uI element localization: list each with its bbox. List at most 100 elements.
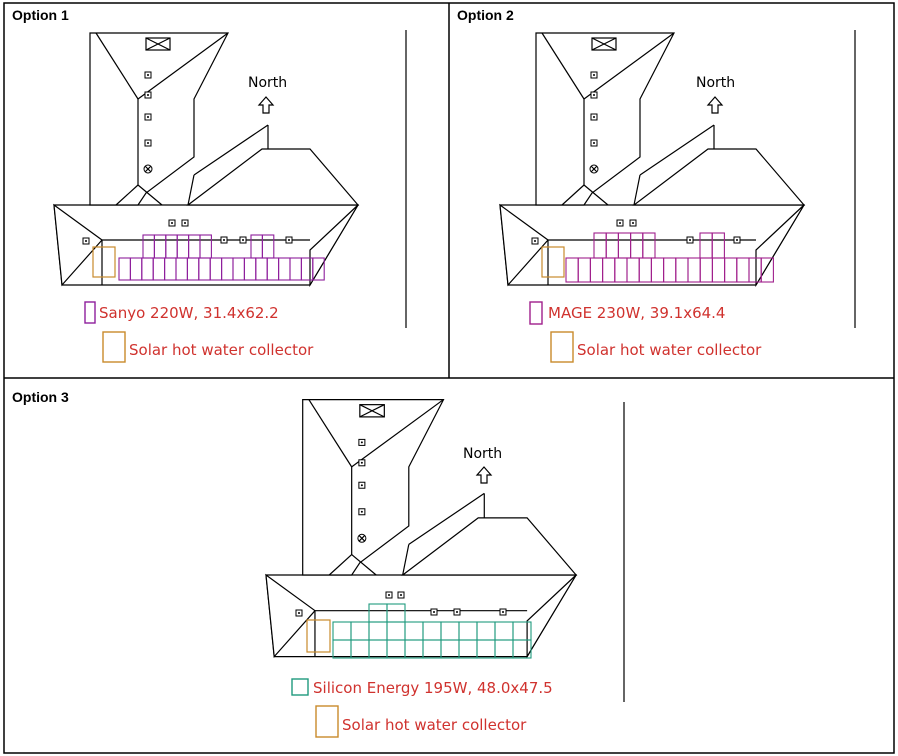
panel-array [118,234,325,281]
north-label: North [248,75,287,91]
roof-line [561,184,585,206]
roof-vent-icon [590,139,598,147]
roof-vent-icon [144,139,152,147]
roof-vent-icon [285,236,293,244]
roof-line [137,32,229,100]
option-1-plan: North Sanyo 220W, 31.4x62.2 Solar hot wa… [53,30,407,363]
solar-collector [541,246,565,278]
roof-line [633,174,641,206]
roof-line [115,184,139,206]
roof-vent-icon [168,219,176,227]
roof-vent-icon [358,508,366,516]
roof-vent-icon [590,71,598,79]
roof-east-wing [186,148,360,206]
roof-vent-icon [220,236,228,244]
north-arrow-icon [257,96,275,114]
roof-vent-icon [239,236,247,244]
roof-vent-icon [385,591,393,599]
roof-right-hip [755,204,805,288]
roof-vent-icon [616,219,624,227]
exhaust-fan-icon [143,164,153,174]
roof-vent-icon [531,237,539,245]
option-2-plan: North MAGE 230W, 39.1x64.4 Solar hot wat… [499,30,856,363]
roof-right-hip [526,574,577,659]
roof-vent-icon [430,608,438,616]
option-1-title: Option 1 [12,7,69,23]
roof-line [351,399,444,468]
roof-line [328,554,353,576]
solar-collector [306,619,331,653]
solar-panel [512,639,532,659]
panel-legend-swatch [84,301,96,324]
roof-line [408,492,485,545]
collector-legend-swatch [550,331,574,363]
north-arrow-icon [706,96,724,114]
roof-right-hip [309,204,359,288]
north-label: North [463,446,502,462]
panel-legend-swatch [529,301,543,325]
roof-vent-icon [629,219,637,227]
option-2-title: Option 2 [457,7,514,23]
collector-legend: Solar hot water collector [342,716,527,734]
roof-vent-icon [181,219,189,227]
panel-legend: Sanyo 220W, 31.4x62.2 [99,304,279,322]
solar-panel [312,257,325,281]
roof-line [639,124,715,176]
roof-line [402,544,410,576]
roof-vent-icon [144,71,152,79]
panel-array [332,603,532,659]
vent-box-icon [359,404,385,418]
panel-legend-swatch [291,678,309,696]
frame [3,2,895,754]
roof-vent-icon [397,591,405,599]
roof-line [583,32,675,100]
roof-vent-icon [295,609,303,617]
option-3-plan: North Silicon Energy 195W, 48.0x47.5 Sol… [265,399,625,738]
north-label: North [696,75,735,91]
roof-left-hip [499,203,549,287]
roof-line [95,32,139,100]
option-3-title: Option 3 [12,389,69,405]
vent-box-icon [591,37,617,51]
collector-legend: Solar hot water collector [577,341,762,359]
roof-east-wing [400,517,578,576]
collector-legend-swatch [315,705,339,738]
roof-vent-icon [453,608,461,616]
panel-legend: MAGE 230W, 39.1x64.4 [548,304,725,322]
roof-line [193,124,269,176]
roof-line [137,184,163,206]
roof-line [541,32,585,100]
north-arrow-icon [475,466,493,484]
roof-vent-icon [358,481,366,489]
solar-panel [760,257,774,283]
roof-vent-icon [499,608,507,616]
panel-legend: Silicon Energy 195W, 48.0x47.5 [313,679,553,697]
roof-north-wing [302,399,445,576]
roof-left-hip [53,203,103,287]
collector-legend: Solar hot water collector [129,341,314,359]
roof-vent-icon [590,91,598,99]
roof-line [187,174,195,206]
roof-line [308,399,353,468]
roof-north-wing [89,32,229,206]
collector-legend-swatch [102,331,126,363]
vent-box-icon [145,37,171,51]
solar-collector [92,246,116,278]
roof-vent-icon [144,113,152,121]
roof-line [351,554,377,576]
roof-north-wing [535,32,675,206]
roof-line [583,184,609,206]
exhaust-fan-icon [589,164,599,174]
exhaust-fan-icon [357,533,367,543]
roof-vent-icon [358,459,366,467]
roof-east-wing [632,148,806,206]
roof-vent-icon [686,236,694,244]
roof-vent-icon [82,237,90,245]
roof-vent-icon [733,236,741,244]
roof-left-hip [265,573,316,659]
roof-vent-icon [144,91,152,99]
roof-vent-icon [358,438,366,446]
roof-vent-icon [590,113,598,121]
panel-array [565,232,774,283]
